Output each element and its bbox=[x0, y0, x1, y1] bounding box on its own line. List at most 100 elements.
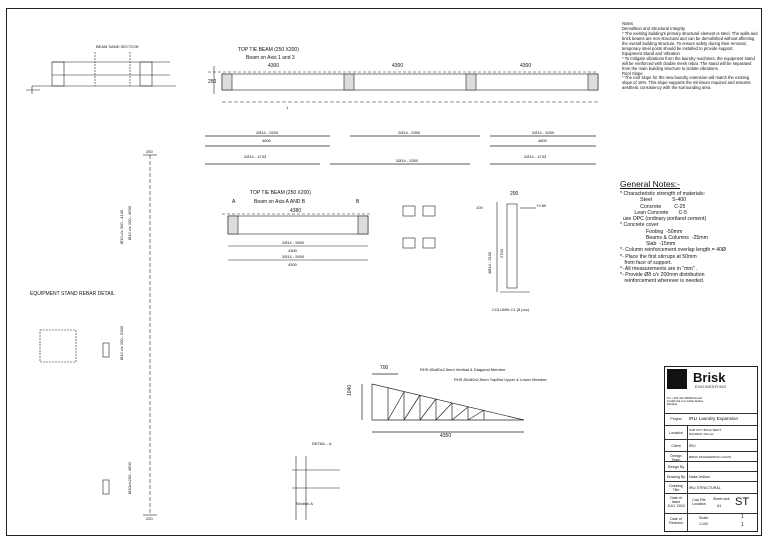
tie-beam-1-title: TOP TIE BEAM (250 X200) bbox=[238, 47, 299, 53]
tie-beam-2-title: TOP TIE BEAM (250 X200) bbox=[250, 190, 311, 196]
truss-dim-700: 700 bbox=[380, 365, 389, 371]
bar-bot-2: 2Ø14 - 5000 bbox=[282, 254, 305, 259]
general-note-line: Steel S-400 bbox=[620, 197, 687, 204]
bar-right-1: 2Ø14 - 5200 bbox=[532, 130, 555, 135]
detail-a-title: DETAIL - A bbox=[312, 441, 332, 446]
bar-bot-mid: 2Ø14 - 5300 bbox=[396, 158, 419, 163]
axis-label-a: A bbox=[232, 199, 236, 205]
row-project: Project IRLI Laundry Expansion bbox=[665, 413, 757, 425]
general-note-line: *- Provide Ø8 c/c 200mm distribution bbox=[620, 272, 705, 279]
tie-beam-2-axis: Beam on Axis A AND B bbox=[254, 199, 306, 205]
bar-right-1-len: 4800 bbox=[538, 138, 547, 143]
page-total: 1 bbox=[741, 522, 744, 528]
row-drawn-by: Drawing By Nasa Jedhun bbox=[665, 471, 757, 481]
row-design-team: Design Team BRISK ENGINEERING CALVIN bbox=[665, 451, 757, 462]
general-note-line: Footing -50mm bbox=[620, 228, 683, 235]
dim-250: 250 bbox=[208, 79, 217, 85]
general-notes-block: General Notes:- * Characteristic strengt… bbox=[620, 179, 760, 285]
col-bar: 4Ø14 - 3100 bbox=[487, 251, 492, 274]
general-note-line: reinforcement wherever is needed. bbox=[620, 278, 705, 285]
stand-bar-1: Ø10 c/c 300 - 4140 bbox=[119, 209, 124, 244]
stand-top-dim: 250 bbox=[146, 149, 153, 154]
dim-4300-b: 4300 bbox=[392, 63, 404, 69]
general-note-line: use OPC (ordinary portland cement) bbox=[620, 216, 707, 223]
company-contact: Tel: +251 911 000000 Email: info@brisk.c… bbox=[667, 396, 704, 406]
general-notes-title: General Notes:- bbox=[620, 179, 680, 189]
page-number: 1 bbox=[741, 514, 744, 520]
axis-label-b: B bbox=[356, 199, 360, 205]
row-issue: Date of Issue JULY 2024 Cad File Locatio… bbox=[665, 493, 757, 513]
dim-4380: 4380 bbox=[290, 208, 302, 214]
notes-title: Notes bbox=[622, 21, 633, 26]
bar-bot-2-len: 4300 bbox=[288, 262, 297, 267]
detail-a-drawing bbox=[292, 456, 340, 520]
truss-dim-1040: 1040 bbox=[347, 384, 353, 396]
bar-top-1-len: 4800 bbox=[262, 138, 271, 143]
equipment-stand-detail bbox=[39, 154, 157, 516]
brisk-logo-mark bbox=[667, 369, 687, 389]
dim-4300-c: 4300 bbox=[520, 63, 532, 69]
truss-dim-4350: 4350 bbox=[440, 433, 452, 439]
roof-truss bbox=[361, 373, 525, 433]
row-location: Location SUB CITY BOLE WEST ROHMAN TDA e… bbox=[665, 425, 757, 439]
stand-bar-3: Ø10 c/c 200 - 5300 bbox=[119, 325, 124, 360]
general-note-line: Beams & Columns -25mm bbox=[620, 234, 708, 241]
stand-bar-2: Ø10 c/c 200 - 4600 bbox=[127, 205, 132, 240]
title-block-divider bbox=[687, 425, 688, 531]
stand-bar-4: Ø10c/c200 - 4600 bbox=[127, 462, 132, 494]
axis-label-1: 1 bbox=[286, 105, 289, 110]
notes-line: Roof Slope bbox=[622, 70, 643, 76]
beam-section-detail bbox=[26, 52, 176, 94]
col-dim-200: 200 bbox=[510, 191, 519, 197]
general-note-line: Concrete C-25 bbox=[620, 203, 686, 210]
tie-beam-2-elevation bbox=[222, 213, 370, 261]
tie-beam-1-bars bbox=[205, 135, 596, 165]
row-revision: Date of Revision Scale: 1:100 1 1 bbox=[665, 513, 757, 531]
general-note-line: * Characteristic strength of materials: bbox=[620, 191, 706, 198]
beam-cross-sections bbox=[402, 205, 436, 249]
company-name: Brisk bbox=[693, 370, 726, 385]
dim-4300-a: 4300 bbox=[268, 63, 280, 69]
section-a-title: Section A bbox=[296, 501, 313, 506]
notes-line: Equipment Stand and Vibration bbox=[622, 50, 680, 56]
notes-block: Notes Demolition and Structural Integrit… bbox=[622, 21, 760, 91]
equipment-stand-title: EQUIPMENT STAND REBAR DETAIL bbox=[30, 291, 115, 297]
notes-line: * To mitigate vibrations from the laundr… bbox=[622, 55, 755, 71]
general-note-line: Lean Concrete C-5 bbox=[620, 209, 687, 216]
bar-mid-1: 2Ø14 - 5300 bbox=[398, 130, 421, 135]
general-note-line: *- All measurements are in "mm" . bbox=[620, 266, 698, 272]
truss-note-1: RHS 80x80x2.5mm Vertical & Diagonal Memb… bbox=[420, 367, 506, 372]
notes-line: Demolition and Structural Integrity bbox=[622, 25, 686, 31]
tie-beam-1-elevation bbox=[208, 66, 599, 103]
col-dim-2700: 2700 bbox=[499, 249, 504, 258]
truss-note-2: RHS 80x80x2.5mm Top/Bot Upper & Lower Me… bbox=[454, 377, 547, 382]
column-c1-elevation bbox=[496, 202, 536, 293]
beam-section-title: BEAM SAND SECTION bbox=[96, 44, 139, 49]
general-note-line: *- Place the first stirrups at 50mm bbox=[620, 253, 697, 260]
col-dim-100: 100 bbox=[476, 205, 483, 210]
company-subtitle: ENGINEERING bbox=[695, 385, 727, 389]
bar-top-1: 2Ø14 - 5200 bbox=[256, 130, 279, 135]
sheet-code: ST bbox=[735, 496, 750, 508]
stand-bottom-dim: 220 bbox=[146, 516, 153, 521]
bar-bot-right: 2Ø14 - 4743 bbox=[524, 154, 547, 159]
row-drawing-title: Drawing Title IRLI STRUCTURAL bbox=[665, 481, 757, 493]
notes-line: * The roof slope for the new laundry ext… bbox=[622, 75, 751, 91]
bar-bot-left: 2Ø14 - 4743 bbox=[244, 154, 267, 159]
general-note-line: *- Column reinforcement overlap length =… bbox=[620, 247, 726, 254]
general-note-line: Slab -15mm bbox=[620, 241, 676, 248]
column-c1-label: COLUMN C1 (8 pcs) bbox=[492, 307, 529, 312]
general-note-line: * Concrete cover bbox=[620, 222, 659, 229]
row-client: Client IRLI bbox=[665, 439, 757, 451]
col-level: +2.80 bbox=[536, 203, 547, 208]
title-block: Brisk ENGINEERING Tel: +251 911 000000 E… bbox=[664, 366, 758, 532]
general-note-line: from face of support. bbox=[620, 259, 672, 266]
company-logo: Brisk ENGINEERING bbox=[667, 369, 757, 393]
notes-line: * The existing building's primary struct… bbox=[622, 30, 758, 51]
bar-top-2: 2Ø14 - 5000 bbox=[282, 240, 305, 245]
bar-top-2-len: 4300 bbox=[288, 248, 297, 253]
row-design-by: Design By bbox=[665, 461, 757, 471]
drawing-sheet-border bbox=[6, 8, 762, 536]
tie-beam-1-axis: Beam on Axis 1 and 3 bbox=[246, 55, 295, 61]
